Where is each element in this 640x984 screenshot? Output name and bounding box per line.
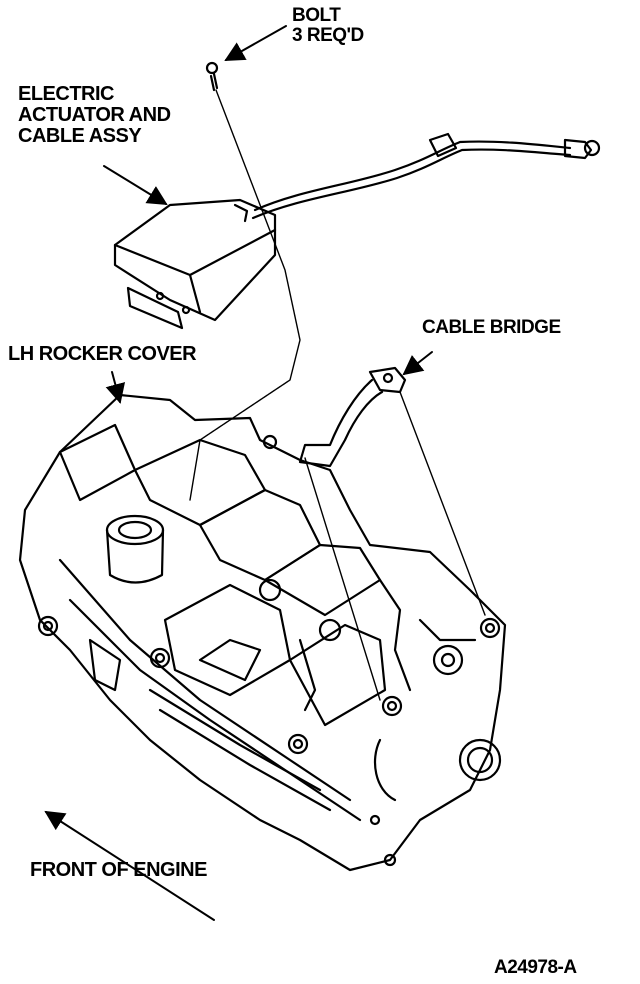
engine-block [18,393,507,872]
front-of-engine-arrow [44,810,215,921]
actuator-label: ELECTRIC ACTUATOR AND CABLE ASSY [18,83,171,147]
figure-id: A24978-A [494,957,577,978]
cable-bridge-label: CABLE BRIDGE [422,317,561,338]
front-of-engine-label: FRONT OF ENGINE [30,859,207,881]
bolt-arrow [224,25,287,61]
cable-bridge [298,366,407,468]
actuator-arrow [103,165,168,206]
rocker-cover-label: LH ROCKER COVER [8,343,197,365]
rocker-cover-arrow [105,371,126,404]
bolt [205,61,219,92]
cable-connector [428,132,458,158]
bolt-label: BOLT 3 REQ'D [292,5,364,46]
electric-actuator [113,198,277,330]
actuator-cable [253,140,572,212]
cable-bridge-arrow [402,351,433,376]
